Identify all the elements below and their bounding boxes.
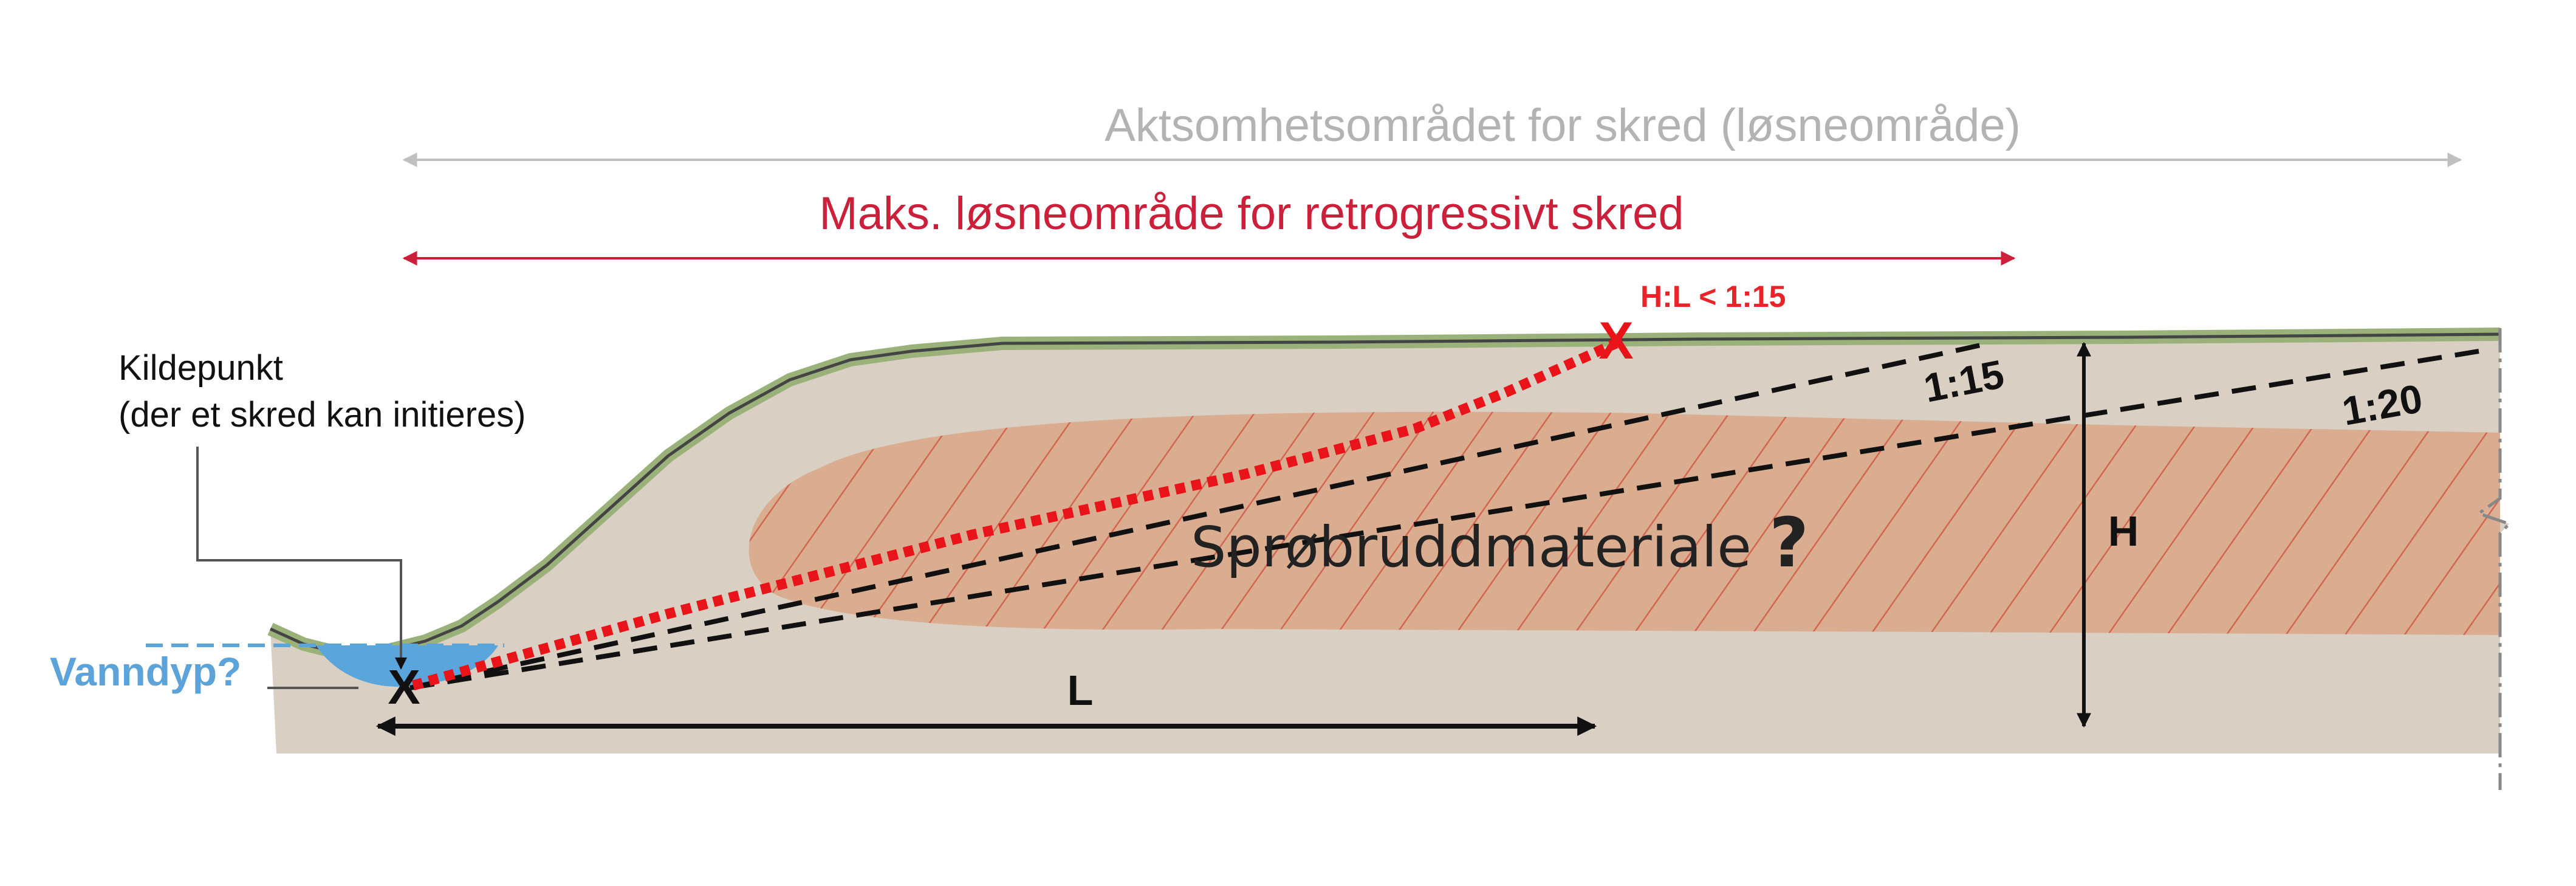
max-release-area-label: Maks. løsneområde for retrogressivt skre… — [819, 188, 1684, 239]
source-point-marker: X — [388, 660, 420, 714]
ratio-condition-label: H:L < 1:15 — [1640, 280, 1786, 314]
source-point-description: (der et skred kan initieres) — [118, 395, 526, 434]
source-point-title: Kildepunkt — [118, 348, 283, 388]
water-depth-label: Vanndyp? — [50, 649, 241, 694]
brittle-material-hatch — [748, 411, 2500, 635]
brittle-material-label: Sprøbruddmateriale ? — [1191, 504, 1809, 583]
length-label: L — [1067, 667, 1094, 714]
brittle-material-question: ? — [1769, 504, 1809, 583]
retrogressive-failure-line — [411, 338, 1619, 691]
crest-point-marker: X — [1598, 312, 1633, 370]
brittle-material-text: Sprøbruddmateriale — [1191, 515, 1752, 580]
height-label: H — [2108, 507, 2139, 555]
hazard-zone-label: Aktsomhetsområdet for skred (løsneområde… — [1105, 100, 2021, 151]
source-point-leader — [196, 447, 407, 670]
section-cut-edge — [2475, 328, 2512, 790]
slope-line-1-20 — [409, 349, 2479, 690]
slope-line-1-15 — [409, 343, 1981, 690]
